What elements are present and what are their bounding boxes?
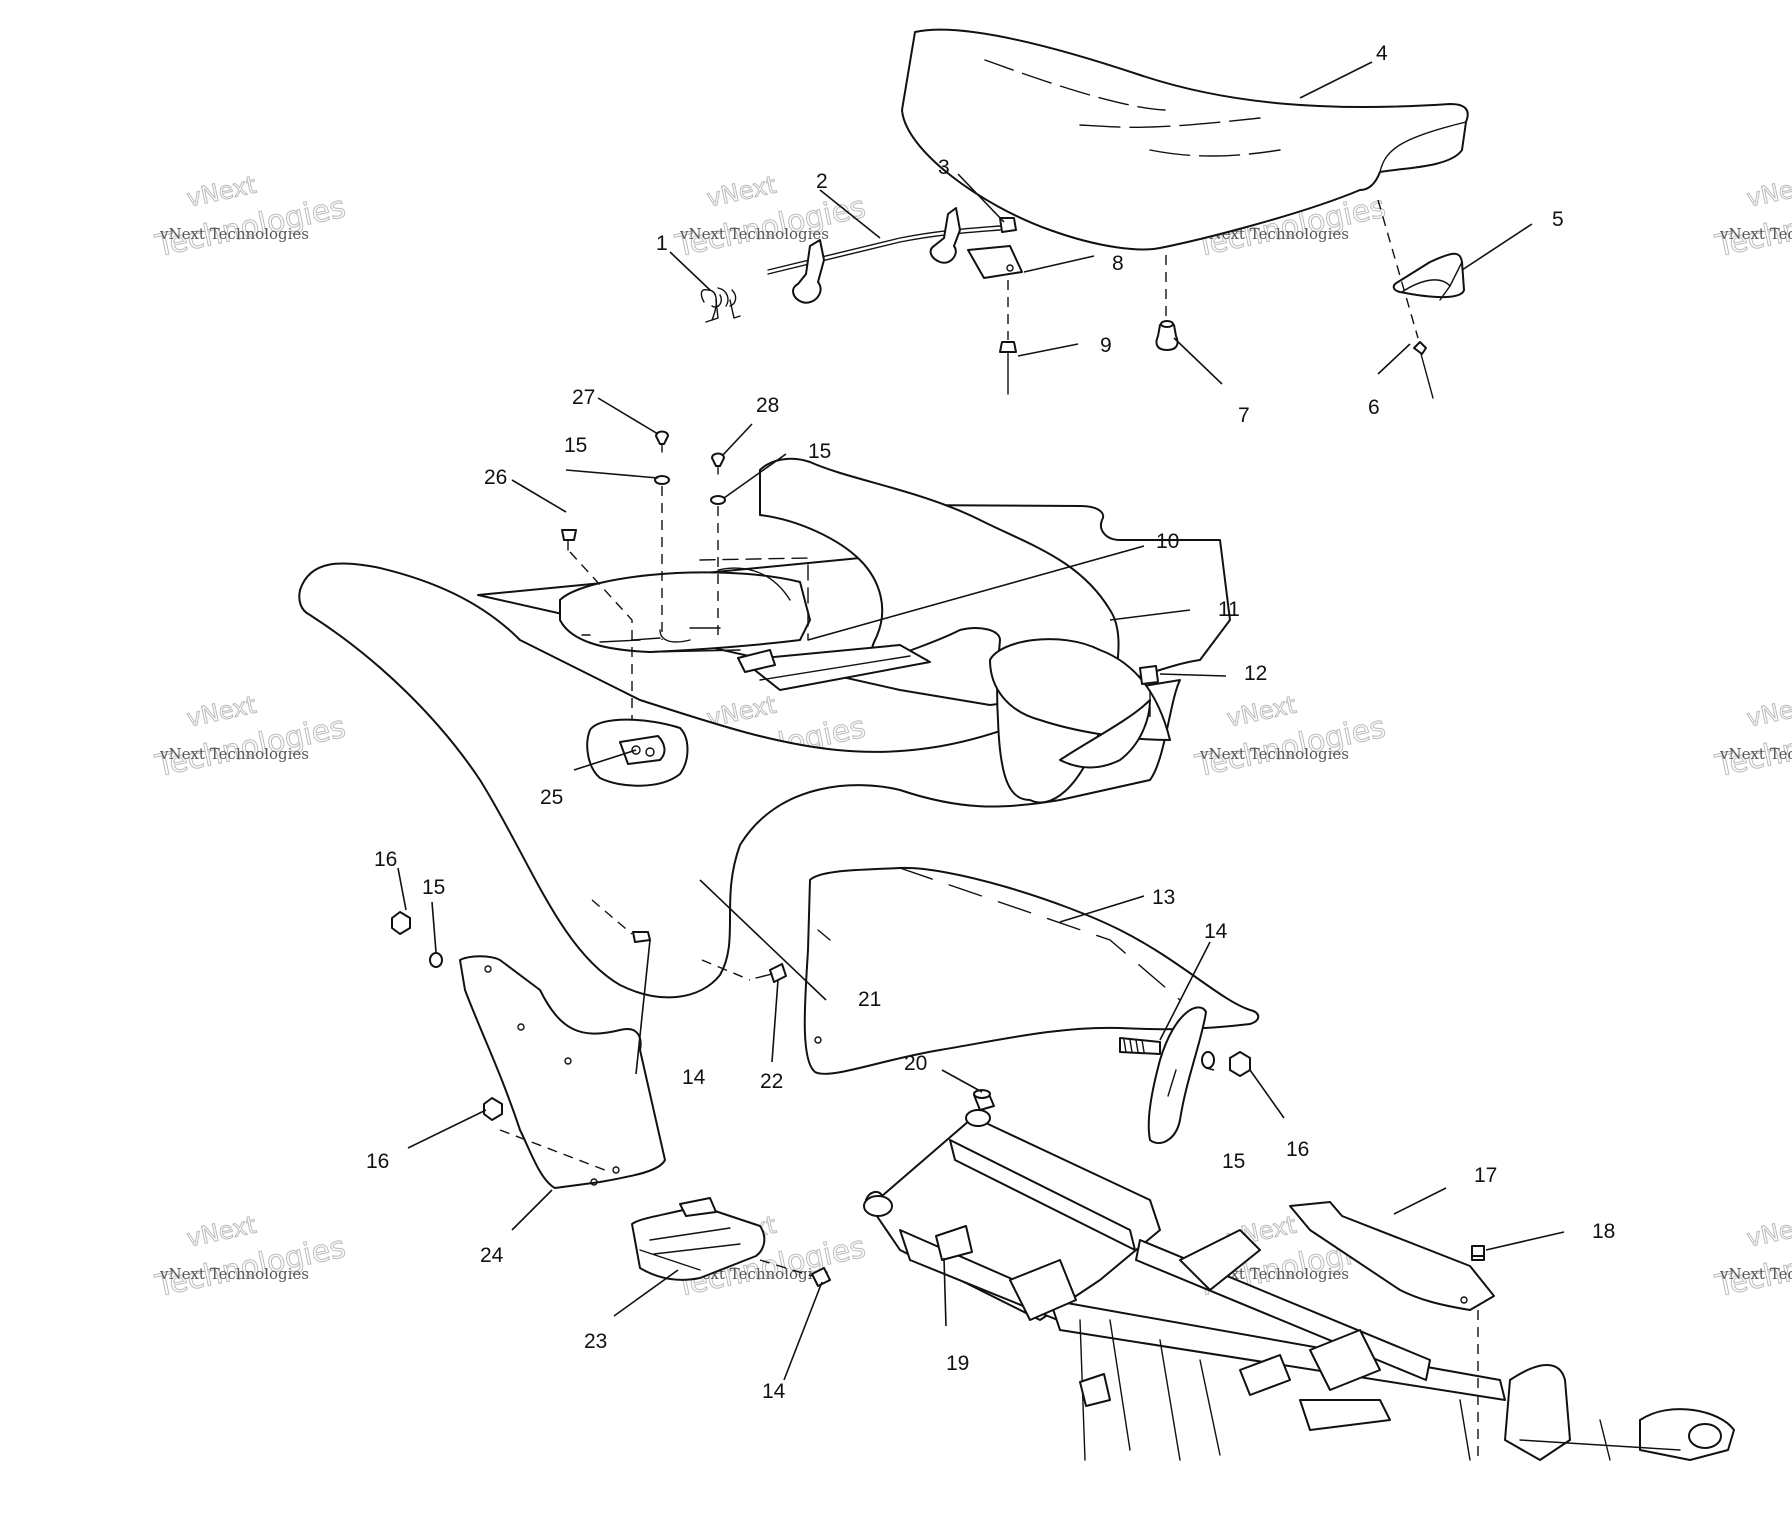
callout-7: 7 xyxy=(1238,404,1250,427)
svg-text:vNext: vNext xyxy=(184,171,258,213)
callout-28: 28 xyxy=(756,394,779,417)
svg-text:vNext Technologies: vNext Technologies xyxy=(1199,745,1349,763)
callout-19: 19 xyxy=(946,1352,969,1375)
callout-2: 2 xyxy=(816,170,828,193)
callout-1: 1 xyxy=(656,232,668,255)
callout-8: 8 xyxy=(1112,252,1124,275)
callout-9: 9 xyxy=(1100,334,1112,357)
callout-numbers: 1 2 3 4 5 6 7 8 9 27 28 15 15 26 10 11 1… xyxy=(366,42,1615,1403)
mud-flap-bracket xyxy=(1119,1006,1251,1145)
side-fender xyxy=(803,866,1260,1075)
callout-22: 22 xyxy=(760,1070,783,1093)
seat-bumper xyxy=(1155,255,1179,351)
callout-15-right: 15 xyxy=(1222,1150,1245,1173)
frame-bumper xyxy=(973,1089,995,1111)
callout-23: 23 xyxy=(584,1330,607,1353)
callout-24: 24 xyxy=(480,1244,504,1267)
fasteners xyxy=(391,430,1485,1287)
callout-10: 10 xyxy=(1156,530,1179,553)
svg-text:vNext: vNext xyxy=(1224,691,1298,733)
watermark: vNext Technologies vNext Technologies xyxy=(1711,1210,1792,1305)
svg-text:vNext: vNext xyxy=(1744,171,1792,213)
svg-text:vNext Technologies: vNext Technologies xyxy=(159,225,309,243)
callout-5: 5 xyxy=(1552,208,1564,231)
seat xyxy=(901,28,1469,251)
seat-bracket xyxy=(1392,252,1465,301)
callout-20: 20 xyxy=(904,1052,927,1075)
callout-4: 4 xyxy=(1376,42,1388,65)
callout-13: 13 xyxy=(1152,886,1175,909)
callout-18: 18 xyxy=(1592,1220,1615,1243)
callout-3: 3 xyxy=(938,156,950,179)
svg-text:vNext Technologies: vNext Technologies xyxy=(159,1265,309,1283)
callout-14-right: 14 xyxy=(1204,920,1228,943)
frame xyxy=(863,1109,1735,1461)
callout-15-left: 15 xyxy=(422,876,445,899)
callout-14-bottom: 14 xyxy=(762,1380,786,1403)
svg-text:vNext: vNext xyxy=(184,691,258,733)
callout-6: 6 xyxy=(1368,396,1380,419)
callout-12: 12 xyxy=(1244,662,1267,685)
callout-16-left-top: 16 xyxy=(374,848,397,871)
callout-26: 26 xyxy=(484,466,507,489)
callout-15-top-right: 15 xyxy=(808,440,831,463)
pushpin xyxy=(1377,199,1434,399)
svg-text:vNext Technologies: vNext Technologies xyxy=(1719,1265,1792,1283)
svg-text:vNext Technologies: vNext Technologies xyxy=(679,225,829,243)
rear-fender xyxy=(298,457,1231,999)
callout-11: 11 xyxy=(1218,598,1240,621)
callout-27: 27 xyxy=(572,386,595,409)
watermark: vNext Technologies vNext Technologies xyxy=(1711,170,1792,265)
svg-text:vNext: vNext xyxy=(1744,691,1792,733)
callout-14-middle: 14 xyxy=(682,1066,706,1089)
svg-text:vNext: vNext xyxy=(704,171,778,213)
svg-text:vNext: vNext xyxy=(1744,1211,1792,1253)
svg-text:vNext Technologies: vNext Technologies xyxy=(159,745,309,763)
seat-latch-assembly xyxy=(700,207,1017,323)
callout-21: 21 xyxy=(858,988,881,1011)
watermark: vNext Technologies vNext Technologies xyxy=(151,1210,349,1305)
watermark: vNext Technologies vNext Technologies xyxy=(1191,690,1389,785)
svg-text:vNext Technologies: vNext Technologies xyxy=(1719,745,1792,763)
latch-plate xyxy=(967,245,1023,395)
left-mud-flap xyxy=(459,955,666,1189)
svg-text:vNext: vNext xyxy=(184,1211,258,1253)
svg-text:vNext Technologies: vNext Technologies xyxy=(1719,225,1792,243)
watermark: vNext Technologies vNext Technologies xyxy=(151,170,349,265)
leader-lines xyxy=(397,61,1565,1381)
callout-16-left-bottom: 16 xyxy=(366,1150,389,1173)
callout-25: 25 xyxy=(540,786,563,809)
watermark: vNext Technologies vNext Technologies xyxy=(151,690,349,785)
callout-16-right: 16 xyxy=(1286,1138,1309,1161)
callout-17: 17 xyxy=(1474,1164,1497,1187)
watermark: vNext Technologies vNext Technologies xyxy=(1711,690,1792,785)
callout-15-top-left: 15 xyxy=(564,434,587,457)
